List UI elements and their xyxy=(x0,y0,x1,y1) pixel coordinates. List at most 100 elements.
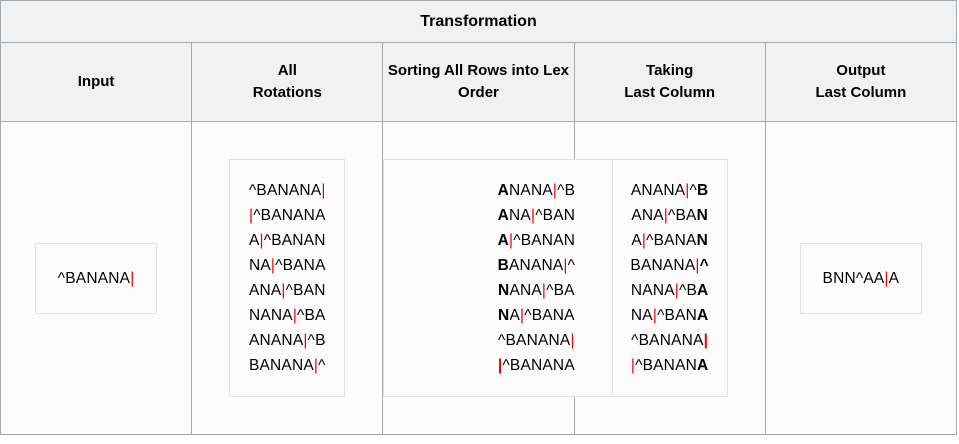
cell-taking-last-column: ANANA|^B ANA|^BAN A|^BANAN BANANA|^ NANA… xyxy=(573,121,766,435)
sorted-first-char: ^ xyxy=(498,332,506,349)
sorted-before: A xyxy=(509,307,520,324)
input-string: ^BANANA| xyxy=(48,266,144,291)
output-panel: BNN^AA|A xyxy=(799,242,922,314)
taking-row: |^BANANA xyxy=(623,353,717,378)
bwt-transformation-table: Transformation Input All Rotations Sorti… xyxy=(0,0,958,435)
rotation-after: ^B xyxy=(307,332,326,349)
column-header-sorting-lex-order: Sorting All Rows into Lex Order xyxy=(382,42,575,122)
rotations-panel: ^BANANA| |^BANANA A|^BANAN NA|^BANA ANA|… xyxy=(229,159,346,397)
cell-all-rotations: ^BANANA| |^BANANA A|^BANAN NA|^BANA ANA|… xyxy=(191,121,384,435)
taking-last-char: ^ xyxy=(699,257,709,274)
sorted-before: ANANA xyxy=(509,257,564,274)
sorted-after: ^BANANA xyxy=(502,357,575,374)
sorted-row: A | ^BANAN xyxy=(394,228,678,253)
taking-before: ^BANANA xyxy=(631,332,704,349)
rotation-before: ^BANANA xyxy=(248,182,322,199)
column-header-input: Input xyxy=(0,42,193,122)
rotation-before: NA xyxy=(248,257,271,274)
column-header-sorting-lex-order-label: Sorting All Rows into Lex Order xyxy=(387,62,570,101)
rotation-before: BANANA xyxy=(248,357,314,374)
taking-before: ANANA xyxy=(630,182,686,199)
sorted-after: ^BAN xyxy=(535,207,576,224)
sorted-first-char: A xyxy=(497,207,510,224)
rotation-after: ^ xyxy=(318,357,326,374)
rotation-separator: | xyxy=(281,282,286,299)
taking-row: ^BANANA| xyxy=(623,328,717,353)
sorted-separator: | xyxy=(519,307,525,324)
sorted-row: BANANA|^ xyxy=(394,253,678,278)
cell-sorted-rows: ANANA|^B ANA|^BAN A|^BANAN BANANA|^ NANA… xyxy=(382,121,690,435)
taking-row: A|^BANAN xyxy=(623,228,717,253)
cell-output-last-column: BNN^AA|A xyxy=(764,121,958,435)
column-header-all-rotations-line1: All xyxy=(277,62,297,80)
rotation-separator: | xyxy=(270,257,276,274)
taking-row: NANA|^BA xyxy=(623,278,717,303)
taking-separator: | xyxy=(652,307,658,324)
sorted-before: ANA xyxy=(509,282,542,299)
table-header-row: Input All Rotations Sorting All Rows int… xyxy=(0,42,958,122)
sorted-after: ^BANAN xyxy=(513,232,576,249)
taking-before: NA xyxy=(630,307,653,324)
taking-separator: | xyxy=(695,257,700,274)
sorted-first-char: B xyxy=(497,257,510,274)
output-string: BNN^AA|A xyxy=(813,266,909,291)
taking-separator: | xyxy=(685,182,690,199)
sorted-after: ^BANA xyxy=(524,307,575,324)
sorted-first-char: A xyxy=(497,232,510,249)
output-before-separator: BNN^AA xyxy=(822,269,885,287)
taking-after-head: ^BAN xyxy=(657,307,698,324)
rotation-separator: | xyxy=(321,182,326,199)
taking-row: ANANA|^B xyxy=(623,178,717,203)
sorted-row: NA|^BANA xyxy=(394,303,678,328)
taking-last-char: A xyxy=(697,307,709,324)
table-title-row: Transformation xyxy=(0,0,957,43)
taking-last-char: B xyxy=(697,182,709,199)
rotation-before: ANA xyxy=(248,282,282,299)
sorted-after: ^ xyxy=(567,257,576,274)
output-after-separator: A xyxy=(888,269,900,287)
column-header-all-rotations: All Rotations xyxy=(191,42,384,122)
sorted-after: ^BA xyxy=(546,282,575,299)
rotation-row: |^BANANA xyxy=(240,203,334,228)
taking-separator: | xyxy=(674,282,679,299)
column-header-output-last-column-line2: Last Column xyxy=(815,84,907,101)
column-header-output-last-column-line1: Output xyxy=(836,62,886,80)
rotation-after: ^BANANA xyxy=(253,207,326,224)
sorted-row: |^BANANA xyxy=(394,353,678,378)
input-separator: | xyxy=(130,269,135,287)
taking-last-char: N xyxy=(696,232,708,249)
input-panel: ^BANANA| xyxy=(35,242,158,314)
sorted-separator: | xyxy=(563,257,568,274)
taking-before: BANANA xyxy=(630,257,696,274)
column-header-output-last-column: Output Last Column xyxy=(764,42,958,122)
rotation-separator: | xyxy=(292,307,298,324)
sorted-row: NANA| ^BA xyxy=(394,278,678,303)
rotation-row: BANANA|^ xyxy=(240,353,334,378)
taking-separator: | xyxy=(641,232,647,249)
sorted-before: BANANA xyxy=(505,332,571,349)
taking-after-head: ^BANA xyxy=(646,232,697,249)
rotation-before: A xyxy=(248,232,260,249)
sorted-first-char: | xyxy=(497,357,503,374)
rotation-after: ^BA xyxy=(297,307,326,324)
sorted-first-char: N xyxy=(498,307,510,324)
sorted-after: ^B xyxy=(557,182,576,199)
rotation-after: ^BANAN xyxy=(263,232,326,249)
sorted-first-char: A xyxy=(497,182,510,199)
rotation-after: ^BAN xyxy=(285,282,326,299)
taking-last-char: A xyxy=(697,357,709,374)
sorted-row: ANANA|^B xyxy=(394,178,678,203)
column-header-taking-last-column-line1: Taking xyxy=(646,62,694,80)
taking-after-head: ^ xyxy=(689,182,698,199)
table-body-row: ^BANANA| ^BANANA| |^BANANA A|^BANAN NA|^… xyxy=(0,121,958,435)
rotation-before: NANA xyxy=(248,307,293,324)
taking-row: NA|^BANA xyxy=(623,303,717,328)
taking-before: NANA xyxy=(630,282,675,299)
sorted-separator: | xyxy=(570,332,575,349)
taking-separator: | xyxy=(630,357,636,374)
taking-separator: | xyxy=(663,207,669,224)
rotation-separator: | xyxy=(248,207,254,224)
sorted-before: NA xyxy=(509,207,531,224)
taking-row: BANANA|^ xyxy=(623,253,717,278)
rotation-row: ^BANANA| xyxy=(240,178,334,203)
